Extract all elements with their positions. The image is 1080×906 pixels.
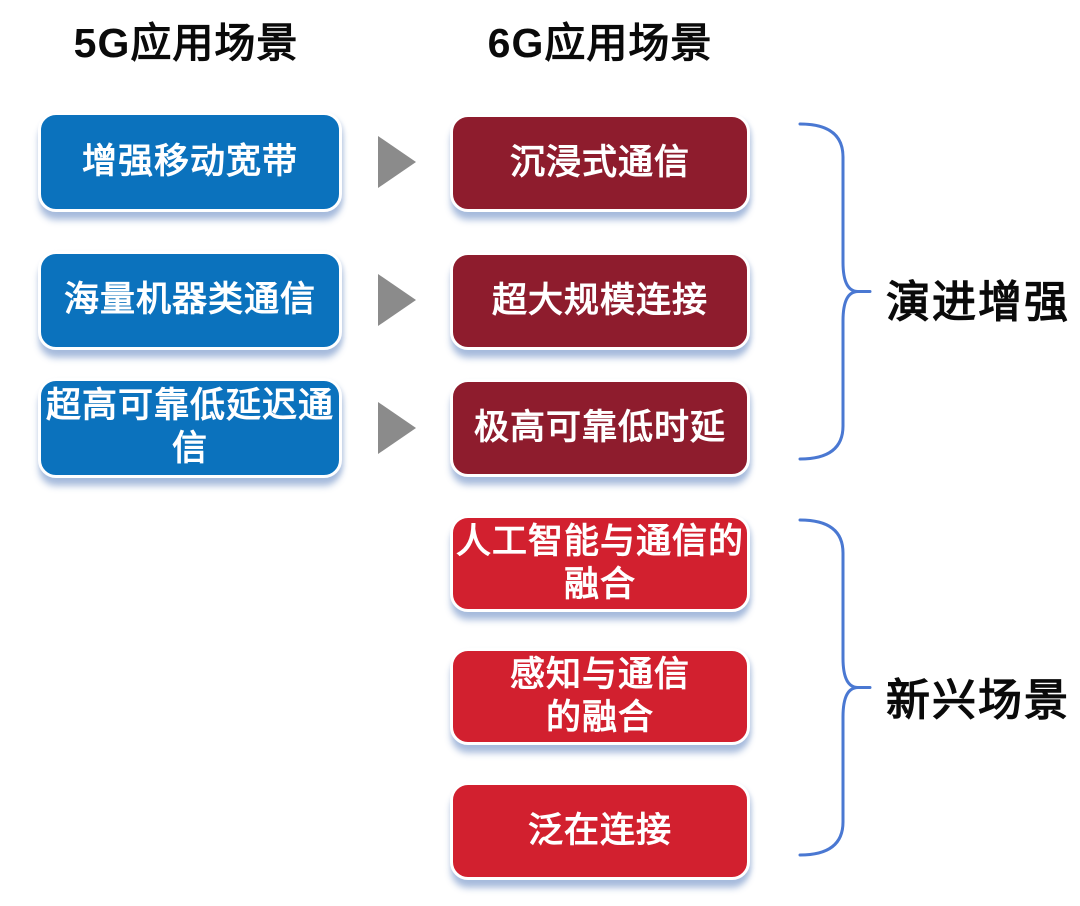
arrow-right-icon <box>378 402 416 454</box>
6g-box-extreme-reliable-low-latency: 极高可靠低时延 <box>450 379 750 477</box>
6g-box-hyper-scale-connectivity: 超大规模连接 <box>450 252 750 350</box>
curly-brace-evolution-icon <box>798 122 872 461</box>
curly-brace-emerging-icon <box>798 518 872 857</box>
heading-6g-scenarios: 6G应用场景 <box>487 20 713 66</box>
6g-box-sensing-communication-convergence: 感知与通信 的融合 <box>450 648 750 745</box>
5g-box-ultra-reliable-low-latency: 超高可靠低延迟通 信 <box>38 378 342 478</box>
6g-box-immersive-communication: 沉浸式通信 <box>450 114 750 212</box>
label-emerging-scenarios: 新兴场景 <box>886 676 1070 725</box>
6g-box-ai-communication-convergence: 人工智能与通信的 融合 <box>450 515 750 612</box>
label-evolution-enhancement: 演进增强 <box>886 278 1070 327</box>
arrow-right-icon <box>378 274 416 326</box>
arrow-right-icon <box>378 136 416 188</box>
6g-box-ubiquitous-connectivity: 泛在连接 <box>450 782 750 880</box>
heading-5g-scenarios: 5G应用场景 <box>73 20 299 66</box>
5g-box-massive-machine-communication: 海量机器类通信 <box>38 251 342 350</box>
5g-box-enhanced-mobile-broadband: 增强移动宽带 <box>38 112 342 212</box>
